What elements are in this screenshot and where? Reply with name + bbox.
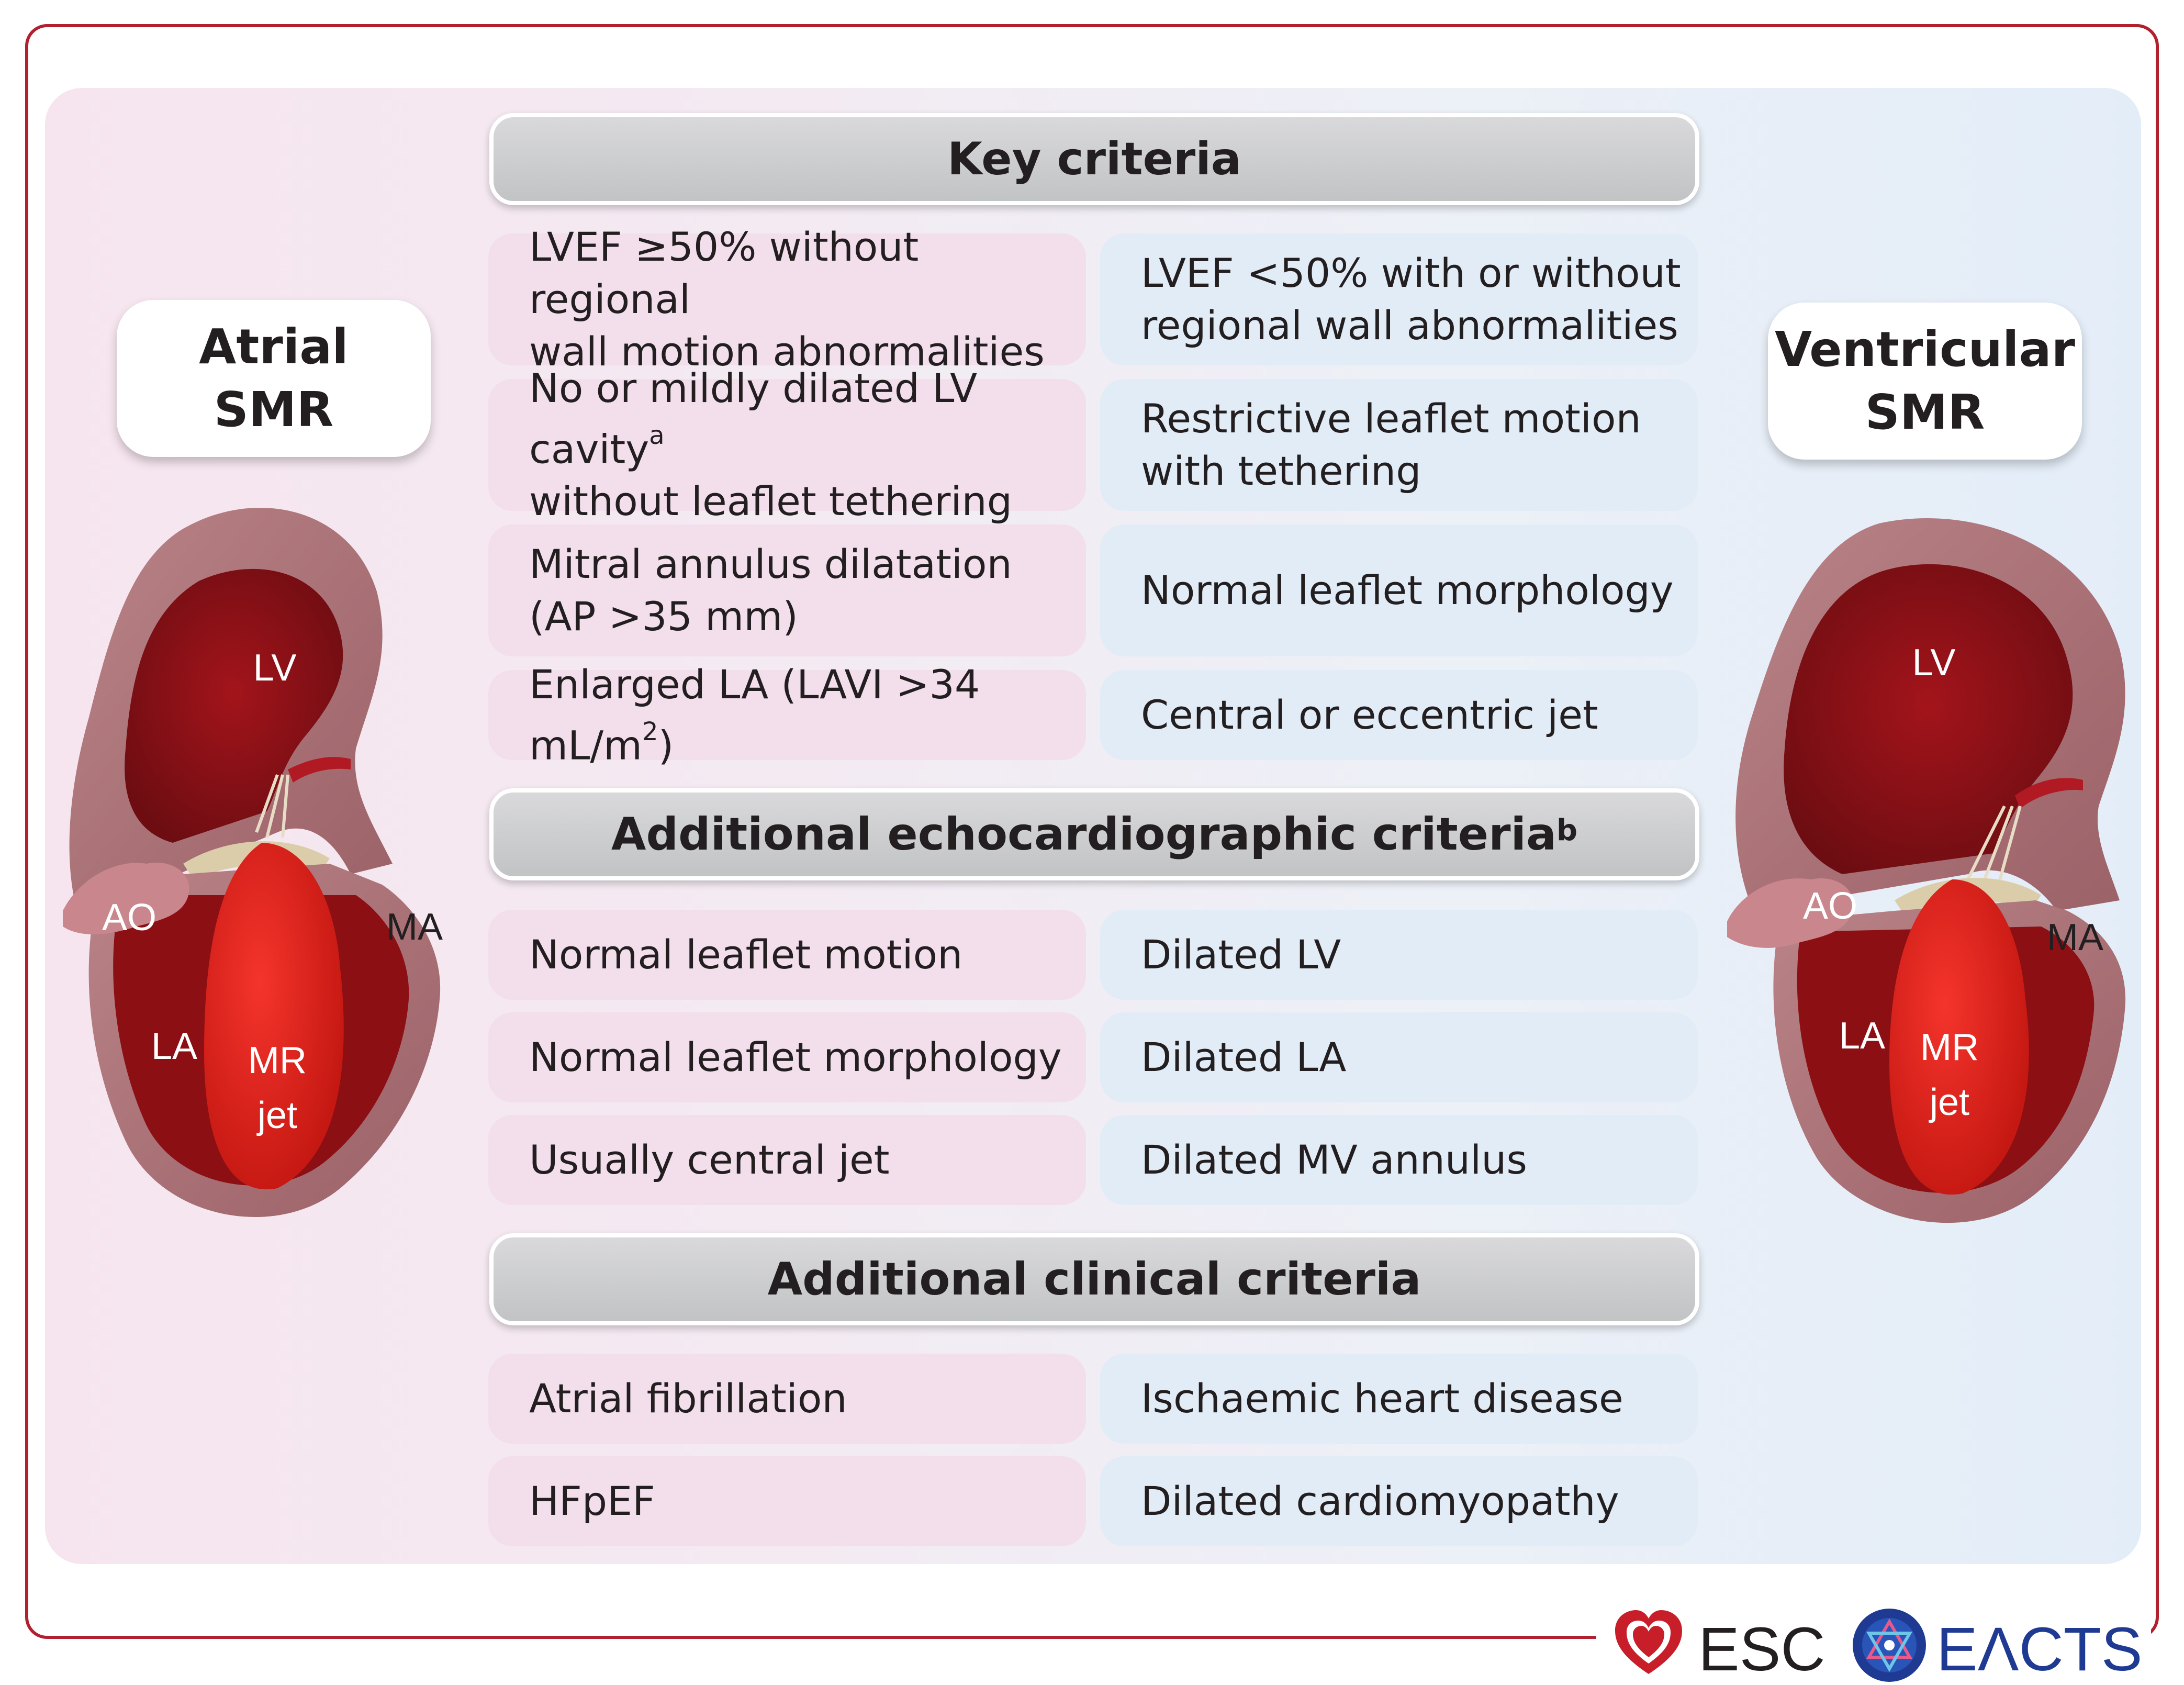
ventricular-smr-text: Ventricular SMR — [1775, 321, 2075, 440]
clinical-row-1-right-text: Ischaemic heart disease — [1141, 1375, 1623, 1422]
clinical-row-1-right: Ischaemic heart disease — [1100, 1354, 1698, 1444]
echo-row-3-left: Usually central jet — [488, 1115, 1086, 1205]
key-row-2-right-text: Restrictive leaflet motion with tetherin… — [1141, 395, 1641, 494]
squared-sup: 2 — [642, 717, 658, 746]
key-row-4-left-main: Enlarged LA (LAVI >34 mL/m — [529, 661, 980, 769]
clinical-criteria-header: Additional clinical criteria — [489, 1233, 1699, 1325]
mr-jet — [1889, 879, 2029, 1195]
key-row-2-left-line2: without leaflet tethering — [529, 478, 1012, 525]
atrial-smr-text: Atrial SMR — [199, 319, 349, 438]
left-mr-label: MR — [248, 1040, 307, 1081]
ventricular-heart-illustration — [1727, 518, 2126, 1223]
clinical-criteria-title: Additional clinical criteria — [767, 1253, 1421, 1305]
echo-row-3-right-text: Dilated MV annulus — [1141, 1136, 1527, 1183]
key-row-3-left-text: Mitral annulus dilatation (AP >35 mm) — [529, 541, 1012, 640]
key-row-1-left-text: LVEF ≥50% without regional wall motion a… — [529, 224, 1045, 375]
key-row-2-left-text: No or mildly dilated LV cavitya without … — [529, 362, 1086, 528]
key-row-2-right: Restrictive leaflet motion with tetherin… — [1100, 379, 1698, 511]
key-criteria-header: Key criteria — [489, 113, 1699, 205]
clinical-row-1-left: Atrial fibrillation — [488, 1354, 1086, 1444]
right-mr-label: MR — [1920, 1026, 1979, 1068]
echo-row-1-left: Normal leaflet motion — [488, 910, 1086, 1000]
left-lv-label: LV — [253, 647, 297, 689]
key-row-4-left-tail: ) — [658, 722, 674, 769]
clinical-row-2-left: HFpEF — [488, 1456, 1086, 1546]
key-row-1-right: LVEF <50% with or without regional wall … — [1100, 233, 1698, 365]
lv-cavity — [1784, 564, 2073, 874]
key-row-4-left: Enlarged LA (LAVI >34 mL/m2) — [488, 661, 1086, 768]
echo-row-2-left-text: Normal leaflet morphology — [529, 1034, 1062, 1080]
echo-row-2-left: Normal leaflet morphology — [488, 1012, 1086, 1102]
right-ao-label: AO — [1803, 885, 1858, 927]
footnote-a: a — [649, 420, 665, 450]
ventricular-smr-label: Ventricular SMR — [1768, 303, 2082, 460]
key-row-1-right-text: LVEF <50% with or without regional wall … — [1141, 250, 1681, 349]
aorta — [63, 863, 189, 934]
left-jet-label: jet — [257, 1095, 298, 1136]
key-row-1-left: LVEF ≥50% without regional wall motion a… — [488, 224, 1086, 375]
echo-row-2-right-text: Dilated LA — [1141, 1034, 1347, 1080]
echo-row-1-right-text: Dilated LV — [1141, 931, 1341, 978]
mitral-leaflet — [288, 757, 351, 783]
chordae — [255, 774, 289, 838]
right-jet-label: jet — [1929, 1081, 1970, 1123]
key-row-2-left-line1: No or mildly dilated LV cavity — [529, 364, 978, 473]
lv-cavity — [125, 568, 343, 843]
key-row-2-left: No or mildly dilated LV cavitya without … — [488, 365, 1086, 525]
key-row-4-right: Central or eccentric jet — [1100, 670, 1698, 760]
echo-row-3-right: Dilated MV annulus — [1100, 1115, 1698, 1205]
clinical-row-2-left-text: HFpEF — [529, 1478, 655, 1524]
key-row-3-left: Mitral annulus dilatation (AP >35 mm) — [488, 525, 1086, 656]
chordae — [1966, 805, 2022, 883]
key-row-4-left-text: Enlarged LA (LAVI >34 mL/m2) — [529, 659, 1086, 772]
mitral-leaflet — [2015, 778, 2083, 809]
key-criteria-title: Key criteria — [947, 133, 1241, 185]
key-row-3-right-text: Normal leaflet morphology — [1141, 567, 1674, 613]
esc-heart-icon — [1615, 1610, 1682, 1674]
clinical-row-2-right-text: Dilated cardiomyopathy — [1141, 1478, 1619, 1524]
left-la-label: LA — [151, 1025, 198, 1067]
clinical-row-2-right: Dilated cardiomyopathy — [1100, 1456, 1698, 1546]
echo-row-3-left-text: Usually central jet — [529, 1136, 890, 1183]
right-ma-label: MA — [2047, 917, 2103, 958]
key-row-3-right: Normal leaflet morphology — [1100, 525, 1698, 656]
clinical-row-1-left-text: Atrial fibrillation — [529, 1375, 847, 1422]
mr-jet — [204, 843, 344, 1190]
echo-row-1-right: Dilated LV — [1100, 910, 1698, 1000]
right-la-label: LA — [1839, 1015, 1886, 1057]
left-ao-label: AO — [102, 897, 157, 939]
left-ma-label: MA — [386, 906, 443, 948]
echo-row-1-left-text: Normal leaflet motion — [529, 931, 963, 978]
esc-logo-text: ESC — [1698, 1615, 1825, 1684]
echo-row-2-right: Dilated LA — [1100, 1012, 1698, 1102]
echo-criteria-title: Additional echocardiographic criteria — [611, 808, 1556, 861]
atrial-smr-label: Atrial SMR — [117, 300, 431, 457]
footnote-b: b — [1556, 813, 1578, 847]
atrial-heart-illustration — [63, 508, 441, 1218]
eacts-logo-text: EΛCTS — [1936, 1615, 2143, 1684]
outer-frame — [25, 24, 2159, 1639]
eacts-emblem-icon — [1853, 1609, 1926, 1682]
key-row-4-right-text: Central or eccentric jet — [1141, 691, 1598, 738]
right-lv-label: LV — [1912, 642, 1956, 684]
aorta — [1727, 878, 1854, 948]
